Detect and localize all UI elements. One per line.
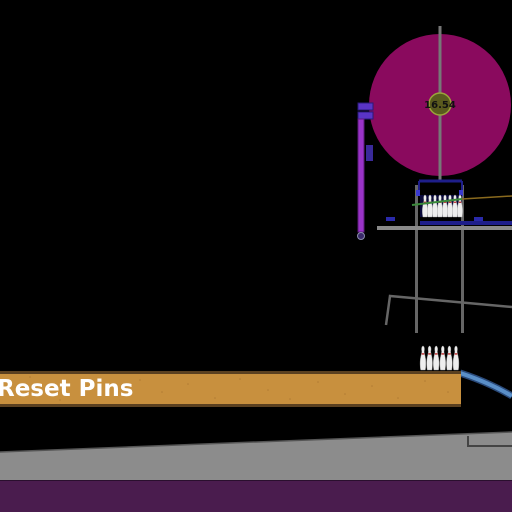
lane-wood-grain (29, 376, 449, 401)
wheel-hub-counter (428, 92, 452, 116)
bowling-pin-icon (452, 194, 458, 218)
lever-tab (366, 145, 373, 161)
return-chute (459, 371, 512, 398)
bowling-pin-icon (433, 345, 440, 371)
sweep-lever[interactable] (357, 102, 374, 240)
pin-cage-clamp-left (416, 190, 420, 196)
lane-pin-set (419, 345, 460, 371)
shelf-marker-left (386, 217, 395, 221)
lever-cap-lower (357, 111, 374, 120)
bowling-pin-icon (426, 345, 433, 371)
support-post-left (415, 185, 418, 333)
bowling-pin-icon (439, 345, 446, 371)
bowling-pin-icon (442, 194, 448, 218)
reset-pins-button[interactable]: Reset Pins (0, 371, 461, 407)
cage-green-bar (411, 198, 463, 206)
lever-arm[interactable] (357, 118, 365, 233)
reset-pins-label[interactable]: Reset Pins (0, 376, 133, 402)
bowling-pin-icon (447, 194, 453, 218)
lane-wood[interactable] (0, 374, 461, 404)
floor-base (0, 480, 512, 512)
wheel-counter-text: 16.54 (424, 100, 456, 111)
shelf-marker-right (474, 217, 483, 221)
deck-rail (384, 294, 512, 326)
floor-ramp-edge (0, 431, 512, 453)
lever-cap-upper (357, 102, 374, 111)
bowling-pin-icon (446, 345, 453, 371)
shelf-blue-track (420, 221, 512, 225)
bowling-pin-icon (452, 345, 460, 371)
pin-cage-clamp-right (459, 190, 463, 196)
lever-pivot-icon (357, 232, 365, 240)
cage-brown-wire (461, 195, 512, 200)
bowling-pin-icon (419, 345, 427, 371)
deck-shelf (377, 226, 512, 230)
support-post-right (461, 185, 464, 333)
floor-step (467, 436, 512, 447)
floor-ramp (0, 432, 512, 480)
bowling-pin-icon (457, 194, 463, 218)
